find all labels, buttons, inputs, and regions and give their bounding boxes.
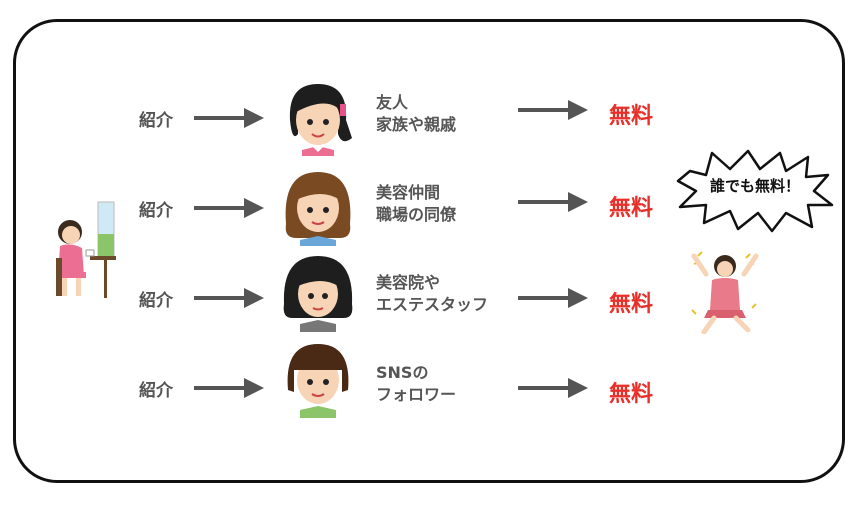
free-label: 無料 <box>609 292 654 317</box>
arrow-icon <box>194 288 264 308</box>
arrow-icon <box>518 192 588 212</box>
contact-label: 美容院や エステスタッフ <box>376 272 488 316</box>
contact-label: 友人 家族や親戚 <box>376 92 456 136</box>
referral-row: 紹介 友人 家族や親戚 無料 <box>0 72 866 156</box>
free-label: 無料 <box>609 196 654 221</box>
contact-label-line2: 家族や親戚 <box>376 115 457 134</box>
contact-label: SNSの フォロワー <box>376 362 456 406</box>
contact-label-line1: 友人 <box>376 93 409 112</box>
diagram-frame <box>13 19 845 483</box>
woman-face-icon <box>285 172 351 246</box>
arrow-icon <box>194 108 264 128</box>
free-label: 無料 <box>609 104 654 129</box>
referral-row: 紹介 美容仲間 職場の同僚 無料 <box>0 166 866 246</box>
arrow-icon <box>194 378 264 398</box>
arrow-icon <box>518 100 588 120</box>
speech-bubble-icon <box>676 149 834 233</box>
arrow-icon <box>518 378 588 398</box>
contact-label: 美容仲間 職場の同僚 <box>376 182 456 226</box>
woman-face-icon <box>287 344 349 418</box>
arrow-icon <box>194 198 264 218</box>
referral-row: 紹介 SNSの フォロワー 無料 <box>0 342 866 422</box>
woman-face-icon <box>283 256 353 332</box>
arrow-icon <box>518 288 588 308</box>
intro-label: 紹介 <box>139 291 173 311</box>
contact-label-line1: 美容仲間 <box>376 183 441 202</box>
contact-label-line1: SNSの <box>376 363 429 382</box>
speech-bubble-text: 誰でも無料！ <box>709 177 800 195</box>
free-label: 無料 <box>609 382 654 407</box>
contact-label-line2: フォロワー <box>376 385 457 404</box>
contact-label-line2: 職場の同僚 <box>376 205 457 224</box>
jumping-woman-illustration <box>691 251 759 334</box>
referral-row: 紹介 美容院や エステスタッフ 無料 <box>0 254 866 334</box>
woman-face-icon <box>289 84 352 156</box>
contact-label-line1: 美容院や <box>376 273 441 292</box>
intro-label: 紹介 <box>139 381 173 401</box>
contact-label-line2: エステスタッフ <box>376 295 489 314</box>
intro-label: 紹介 <box>139 111 173 131</box>
intro-label: 紹介 <box>139 201 173 221</box>
sitting-woman-illustration <box>56 201 116 298</box>
